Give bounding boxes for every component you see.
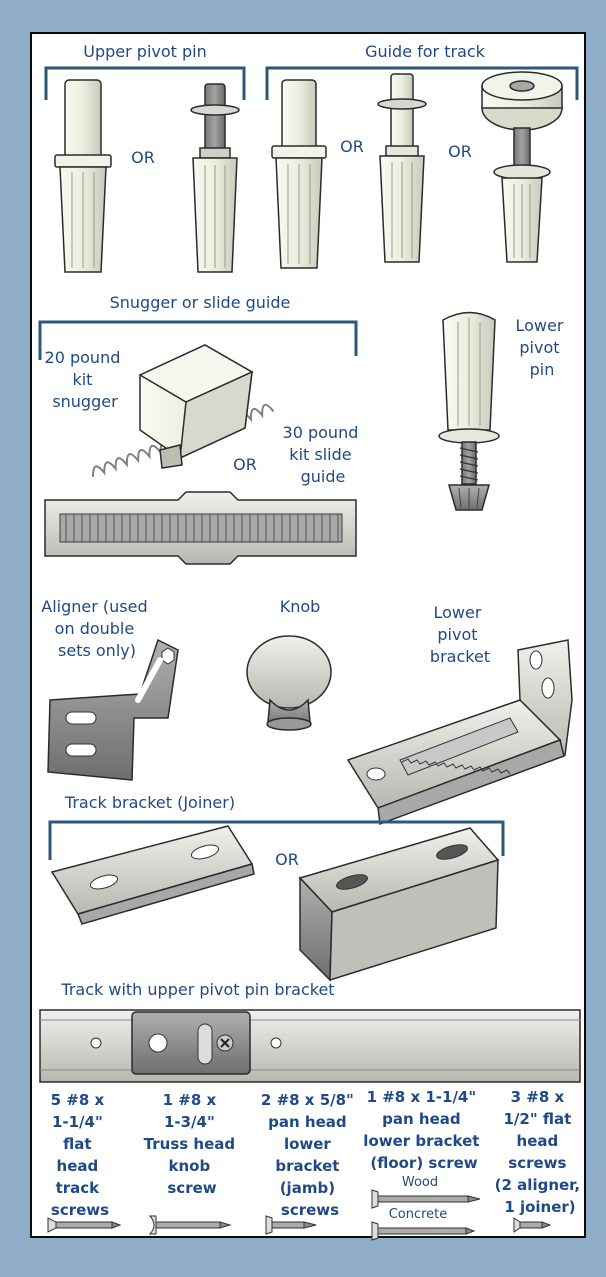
track-bracket-title: Track bracket (Joiner) <box>64 793 235 812</box>
aligner-part <box>47 638 179 781</box>
lower-pivot-pin-label: Lower pivot pin <box>515 316 568 379</box>
upper-pivot-pin-bracket <box>44 66 246 100</box>
lower-pivot-pin <box>438 311 500 511</box>
snugger-label: 20 pound kit snugger <box>45 348 126 411</box>
guide-metal-pin <box>377 73 427 263</box>
knob-label: Knob <box>280 597 321 616</box>
screw-label-1: 5 #8 x 1-1/4" flat head track screws <box>51 1091 110 1219</box>
lower-pivot-bracket-part <box>346 639 573 826</box>
or-label: OR <box>233 455 257 474</box>
guide-for-track-bracket <box>265 66 579 100</box>
slide-guide-label: 30 pound kit slide guide <box>283 423 364 486</box>
screw-label-5: 3 #8 x 1/2" flat head screws (2 aligner,… <box>495 1088 586 1216</box>
screw-label-3: 2 #8 x 5/8" pan head lower bracket (jamb… <box>261 1091 359 1219</box>
guide-for-track-title: Guide for track <box>365 42 486 61</box>
or-label: OR <box>448 142 472 161</box>
screw-label-2: 1 #8 x 1-3/4" Truss head knob screw <box>144 1091 241 1197</box>
flat-head-track-screw <box>47 1217 122 1233</box>
wood-floor-screw <box>371 1189 481 1209</box>
snugger-bracket <box>38 320 358 360</box>
lower-pivot-bracket-label: Lower pivot bracket <box>430 603 490 666</box>
aligner-label: Aligner (used on double sets only) <box>41 597 152 660</box>
wood-label: Wood <box>402 1175 438 1190</box>
concrete-floor-screw <box>371 1221 476 1241</box>
guide-white <box>271 79 327 269</box>
upper-pivot-pin-white <box>54 79 112 273</box>
track-part <box>39 1009 581 1083</box>
screw-label-4: 1 #8 x 1-1/4" pan head lower bracket (fl… <box>363 1088 484 1172</box>
upper-pivot-pin-title: Upper pivot pin <box>83 42 207 61</box>
or-label: OR <box>275 850 299 869</box>
knob-part <box>246 635 332 731</box>
flat-head-aligner-screw <box>513 1217 552 1233</box>
or-label: OR <box>131 148 155 167</box>
upper-pivot-pin-metal <box>190 83 240 273</box>
track-title: Track with upper pivot pin bracket <box>60 980 334 999</box>
snugger-title: Snugger or slide guide <box>110 293 291 312</box>
joiner-flat-part <box>50 825 255 925</box>
truss-head-knob-screw <box>148 1215 232 1235</box>
snugger-part <box>92 344 275 478</box>
joiner-channel-part <box>298 827 500 982</box>
guide-roller <box>481 71 563 263</box>
slide-guide-part <box>44 491 357 565</box>
track-bracket-bracket <box>48 820 505 860</box>
concrete-label: Concrete <box>389 1207 448 1222</box>
pan-head-jamb-screw <box>265 1215 317 1235</box>
or-label: OR <box>340 137 364 156</box>
